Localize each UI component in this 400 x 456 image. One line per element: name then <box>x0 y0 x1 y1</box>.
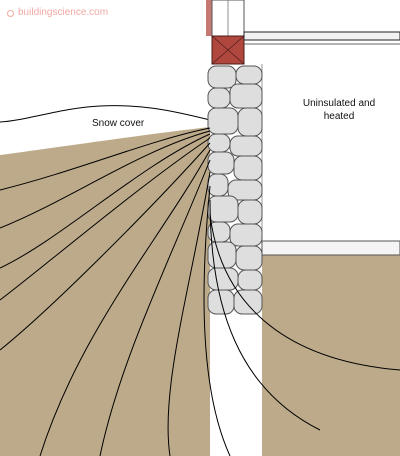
stone <box>229 223 263 247</box>
heat-flow-line <box>99 159 211 456</box>
copyright-icon <box>7 9 14 17</box>
heat-flow-line <box>0 127 211 191</box>
heat-flow-line <box>0 133 211 269</box>
stone <box>207 87 231 109</box>
credit-text: buildingscience.com <box>18 7 109 18</box>
stone <box>229 135 263 157</box>
basement-slab <box>261 240 400 256</box>
heat-flow-line <box>0 137 211 301</box>
stone <box>235 65 263 85</box>
heat-flow-line <box>209 213 400 371</box>
snow-cover-label: Snow cover <box>92 118 145 129</box>
stone <box>207 133 231 153</box>
stone <box>229 83 263 109</box>
stone <box>207 65 237 89</box>
stone-foundation-wall <box>207 65 263 315</box>
soil-under-slab <box>262 255 400 456</box>
heat-flow-line <box>209 199 321 431</box>
heat-flow-lines <box>0 127 400 456</box>
credit-label: buildingscience.com <box>7 7 108 20</box>
stone <box>235 245 263 271</box>
stone <box>207 267 239 291</box>
stone <box>233 289 263 315</box>
soil <box>0 127 210 456</box>
stone <box>207 195 239 223</box>
sill-x2 <box>211 35 245 65</box>
heat-flow-line <box>0 130 211 229</box>
stone <box>207 107 239 135</box>
heat-flow-line <box>203 185 231 456</box>
stone <box>237 199 263 225</box>
stone <box>207 173 229 197</box>
stone <box>237 107 263 137</box>
heat-flow-line <box>167 171 211 456</box>
floor-deck <box>243 31 400 41</box>
stone <box>233 155 263 181</box>
stone <box>237 269 263 291</box>
house-siding <box>206 0 212 36</box>
interior-label: Uninsulated and heated <box>302 98 376 122</box>
snow-cover <box>0 105 211 123</box>
heat-flow-line <box>39 149 211 456</box>
stone <box>207 151 235 175</box>
heat-flow-line <box>0 142 211 351</box>
